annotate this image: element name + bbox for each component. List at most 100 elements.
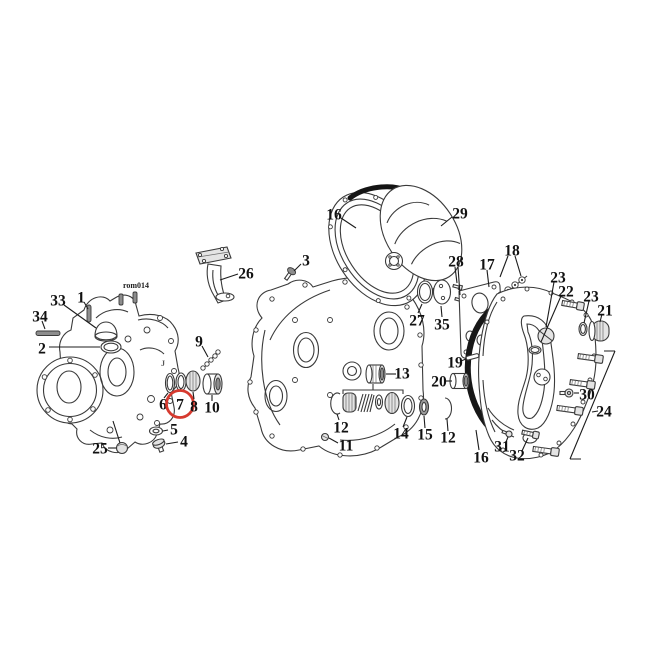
callout-label-3: 3	[302, 253, 310, 270]
callout-34-2: 34	[32, 309, 48, 330]
callout-label-31: 31	[494, 439, 510, 456]
callout-12-31: 12	[440, 418, 456, 447]
callout-label-4: 4	[180, 434, 188, 451]
leader-line	[336, 413, 340, 421]
callout-25-4: 25	[92, 441, 116, 458]
callout-label-35: 35	[434, 317, 450, 334]
leader-line	[540, 295, 562, 343]
watermark-text: rom014	[123, 281, 149, 290]
leader-line	[440, 305, 443, 318]
callout-9-11: 9	[195, 334, 209, 358]
washer-part-6	[164, 372, 176, 394]
callout-label-12: 12	[440, 430, 456, 447]
leader-line	[163, 392, 169, 399]
coil-spring	[357, 393, 375, 413]
leader-line	[293, 263, 302, 272]
callout-1-0: 1	[77, 290, 89, 310]
callout-16-37: 16	[473, 429, 489, 467]
callout-26-12: 26	[219, 266, 254, 283]
callout-21-24: 21	[597, 303, 613, 323]
bracket-part-26	[195, 246, 235, 304]
retaining-ring-part-12-right	[444, 397, 453, 420]
plug-part-21	[588, 320, 610, 342]
callout-33-1: 33	[50, 293, 97, 329]
bushing-part-13	[365, 364, 386, 384]
callout-label-25: 25	[92, 441, 108, 458]
leader-line	[499, 255, 509, 278]
callout-12-28: 12	[333, 413, 349, 437]
plate-part-35	[432, 279, 452, 305]
callout-label-22: 22	[558, 284, 574, 301]
retaining-ring-part-7	[175, 372, 187, 392]
callout-label-8: 8	[190, 399, 198, 416]
inner-primary-housing-drawing	[247, 276, 425, 458]
leader-line	[583, 300, 590, 324]
callout-30-33: 30	[574, 387, 595, 404]
callout-23-23: 23	[583, 289, 599, 324]
callout-label-19: 19	[447, 355, 463, 372]
callout-label-2: 2	[38, 341, 46, 358]
roller-bearing	[342, 392, 357, 413]
seal-part-14	[400, 394, 416, 418]
cover-screw-4	[532, 445, 560, 457]
gear	[384, 391, 400, 415]
casting-mark: J	[161, 359, 165, 368]
screw-part-31	[501, 429, 513, 438]
leader-line	[440, 216, 453, 227]
leader-line	[340, 217, 357, 229]
spring-part-9	[200, 349, 221, 371]
plug-part-25	[112, 420, 129, 455]
screw-part-32	[521, 429, 540, 440]
leader-line	[446, 418, 449, 432]
callout-label-14: 14	[393, 426, 409, 443]
callout-label-12: 12	[333, 420, 349, 437]
leader-line	[514, 255, 522, 277]
leader-line	[63, 304, 97, 329]
callout-label-23: 23	[550, 270, 566, 287]
o-ring-part-23	[578, 321, 588, 337]
bearing-cup-part-10	[202, 373, 223, 395]
chrome-cover-part-29	[379, 184, 463, 295]
callout-label-23: 23	[583, 289, 599, 306]
callout-label-34: 34	[32, 309, 48, 326]
o-ring-part-27	[416, 280, 434, 304]
callout-11-32: 11	[328, 437, 354, 455]
leader-line	[83, 301, 89, 310]
callout-label-11: 11	[339, 438, 354, 455]
washer-part-15	[418, 398, 430, 416]
callout-label-26: 26	[238, 266, 254, 283]
leader-line	[521, 437, 529, 452]
leader-line	[599, 313, 603, 323]
callout-label-32: 32	[509, 448, 525, 465]
nut-part-11	[320, 432, 330, 442]
callout-2-3: 2	[38, 341, 100, 358]
callout-23-21: 23	[545, 270, 566, 328]
leader-line	[328, 437, 339, 444]
leader-line	[41, 320, 46, 330]
callout-label-18: 18	[504, 243, 520, 260]
callout-label-7: 7	[176, 397, 184, 414]
callout-label-28: 28	[448, 254, 464, 271]
screw-set-bracket-part-24	[569, 350, 616, 460]
callout-31-35: 31	[494, 436, 510, 456]
callout-27-16: 27	[409, 303, 425, 330]
callout-label-17: 17	[479, 257, 495, 274]
cover-screw-1	[577, 352, 604, 364]
callout-10-10: 10	[204, 395, 220, 417]
callout-label-21: 21	[597, 303, 613, 320]
callout-label-10: 10	[204, 400, 220, 417]
pinion-gear-part-8	[185, 370, 201, 392]
leader-line	[486, 269, 490, 288]
o-ring-part-2	[100, 340, 122, 354]
leader-line	[457, 266, 461, 296]
cover-screw-3	[556, 404, 584, 416]
callout-3-13: 3	[293, 253, 310, 272]
leader-line	[192, 391, 195, 400]
cap-part-33	[94, 321, 118, 342]
pin-part-34	[35, 330, 61, 336]
callout-15-30: 15	[417, 415, 433, 444]
callout-label-13: 13	[394, 366, 410, 383]
callout-label-16: 16	[326, 207, 342, 224]
